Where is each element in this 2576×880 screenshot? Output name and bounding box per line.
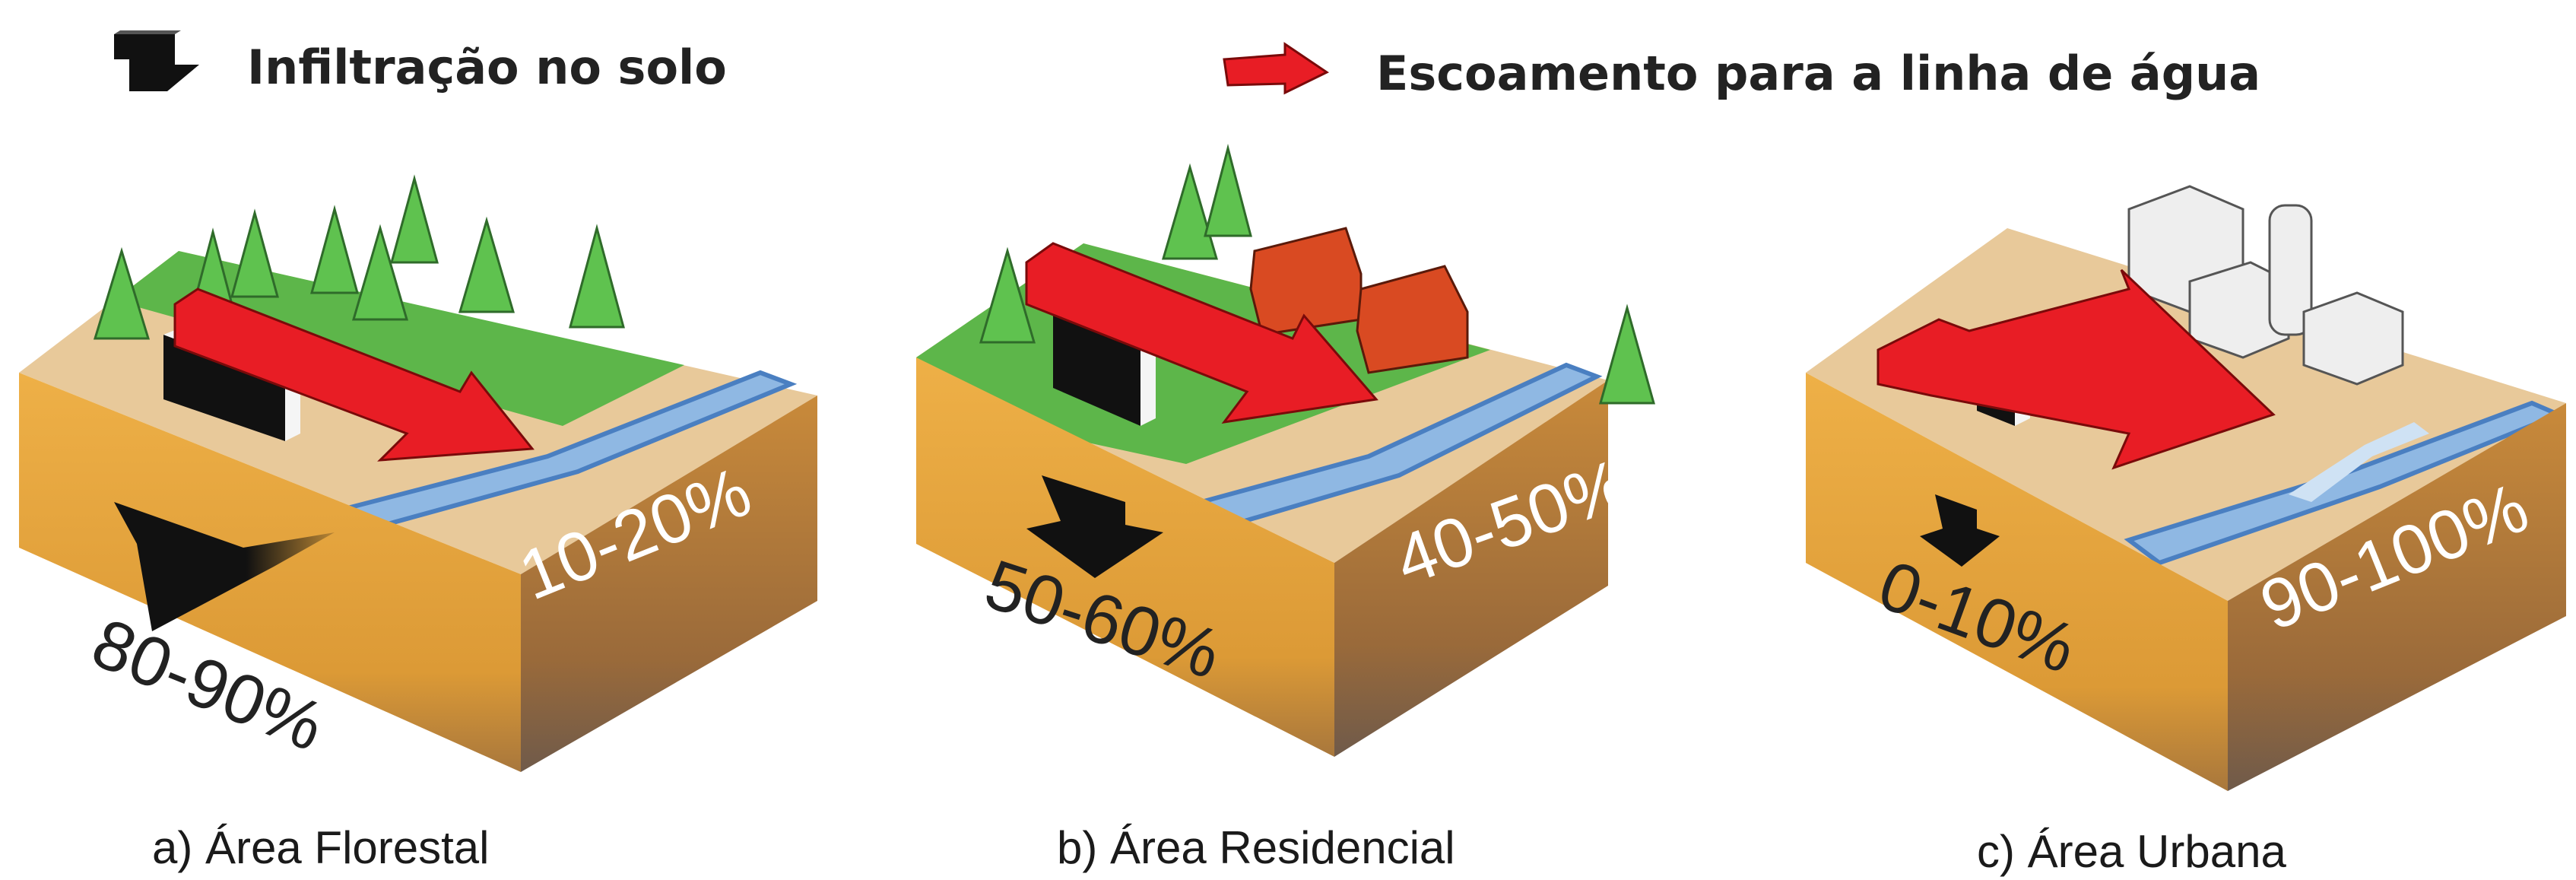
panel-caption: b) Área Residencial [1057,822,1455,873]
tree-icon [93,174,625,340]
soil-side [2228,403,2566,791]
runoff-arrow-icon [173,288,535,462]
tributary [2289,422,2429,502]
runoff-arrow-icon [1025,242,1378,424]
legend-infiltration-label: Infiltração no solo [247,40,727,95]
runoff-legend-arrow-icon [1223,42,1329,95]
infiltration-arrow-icon [1920,494,2000,567]
panel-residential: 50-60% 40-50% b) Área Residencial [916,144,1655,873]
legend-runoff-label: Escoamento para a linha de água [1376,46,2260,101]
tree-icon [979,144,1655,405]
soil-front [19,373,521,772]
infiltration-legend-arrow-icon [114,30,199,91]
panel-caption: a) Área Florestal [152,822,490,873]
soil-front [1806,373,2228,791]
panel-urban: 0-10% 90-100% c) Área Urbana [1806,185,2566,877]
infiltration-arrow-icon [114,502,335,631]
infiltration-arrow-icon [1026,475,1163,578]
soil-side [521,396,817,772]
building-icon [2127,185,2404,386]
runoff-arrow-icon [1876,268,2276,470]
panel-caption: c) Área Urbana [1977,826,2286,877]
soil-side [1334,380,1608,757]
legend: Infiltração no solo Escoamento para a li… [114,30,2260,101]
house-icon [1249,227,1469,374]
panel-forest: 80-90% 10-20% a) Área Florestal [19,174,817,873]
